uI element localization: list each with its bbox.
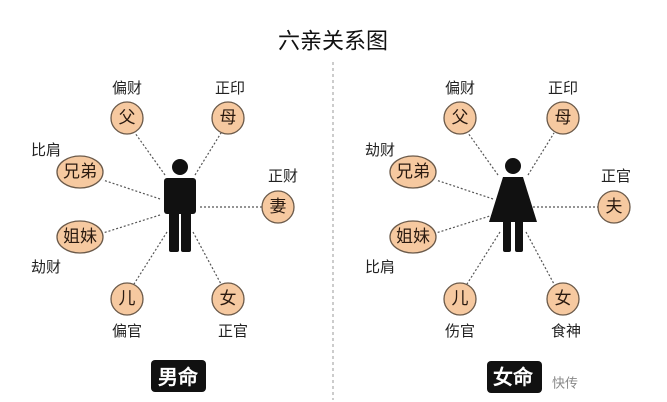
- node-daughter: [211, 282, 245, 316]
- link-father: [467, 132, 499, 176]
- node-sisters-text: 姐妹: [63, 227, 97, 247]
- node-daughter: [546, 282, 580, 316]
- link-brothers: [102, 179, 161, 200]
- link-daughter: [192, 231, 222, 285]
- node-wife: [261, 190, 295, 224]
- label-son: 偏官: [112, 322, 142, 340]
- watermark: 快传: [552, 377, 578, 392]
- node-sisters: [389, 220, 437, 254]
- node-brothers-text: 兄弟: [396, 162, 430, 182]
- label-sisters: 比肩: [365, 258, 395, 276]
- node-mother-text: 母: [220, 108, 237, 128]
- node-brothers-text: 兄弟: [63, 162, 97, 182]
- node-daughter-text: 女: [220, 289, 237, 309]
- node-father: [443, 101, 477, 135]
- node-sisters: [56, 220, 104, 254]
- node-mother: [211, 101, 245, 135]
- link-sisters: [435, 214, 494, 234]
- node-father: [110, 101, 144, 135]
- node-daughter-text: 女: [555, 289, 572, 309]
- node-brothers: [56, 155, 104, 189]
- link-mother: [194, 132, 222, 176]
- female-badge: [487, 361, 542, 393]
- node-mother-text: 母: [555, 108, 572, 128]
- label-father: 偏财: [112, 79, 142, 97]
- male-badge-text: 男命: [158, 365, 199, 389]
- label-father: 偏财: [445, 79, 475, 97]
- label-son: 伤官: [445, 322, 475, 340]
- label-husband: 正官: [601, 167, 631, 185]
- node-father-text: 父: [119, 108, 136, 128]
- link-father: [134, 132, 166, 176]
- link-brothers: [435, 179, 494, 200]
- node-son-text: 儿: [119, 289, 136, 309]
- male-badge: [151, 360, 206, 392]
- label-wife: 正财: [268, 167, 298, 185]
- label-mother: 正印: [548, 79, 578, 97]
- node-son: [110, 282, 144, 316]
- diagram-title: 六亲关系图: [278, 30, 388, 55]
- male-figure-icon: [164, 159, 196, 252]
- node-sisters-text: 姐妹: [396, 227, 430, 247]
- link-son: [133, 231, 168, 285]
- node-son-text: 儿: [452, 289, 469, 309]
- label-brothers: 比肩: [31, 141, 61, 159]
- female-panel: 父 母 兄弟 夫 姐妹 儿 女 偏财 正印 劫财 正官 比肩 伤官 食神 女命 …: [365, 79, 631, 393]
- label-brothers: 劫财: [365, 141, 395, 159]
- label-daughter: 正官: [218, 322, 248, 340]
- male-panel: 父 母 兄弟 妻 姐妹 儿 女 偏财 正印 比肩 正财 劫财 偏官 正官 男命: [31, 79, 298, 392]
- node-son: [443, 282, 477, 316]
- label-daughter: 食神: [551, 322, 581, 340]
- node-father-text: 父: [452, 108, 469, 128]
- link-sisters: [102, 214, 161, 234]
- node-husband: [597, 190, 631, 224]
- link-son: [466, 231, 501, 285]
- node-wife-text: 妻: [270, 197, 287, 217]
- node-mother: [546, 101, 580, 135]
- label-sisters: 劫财: [31, 258, 61, 276]
- label-mother: 正印: [215, 79, 245, 97]
- link-daughter: [525, 231, 555, 285]
- female-figure-icon: [489, 158, 537, 252]
- link-mother: [527, 132, 555, 176]
- node-brothers: [389, 155, 437, 189]
- node-husband-text: 夫: [606, 197, 623, 217]
- female-badge-text: 女命: [493, 365, 534, 389]
